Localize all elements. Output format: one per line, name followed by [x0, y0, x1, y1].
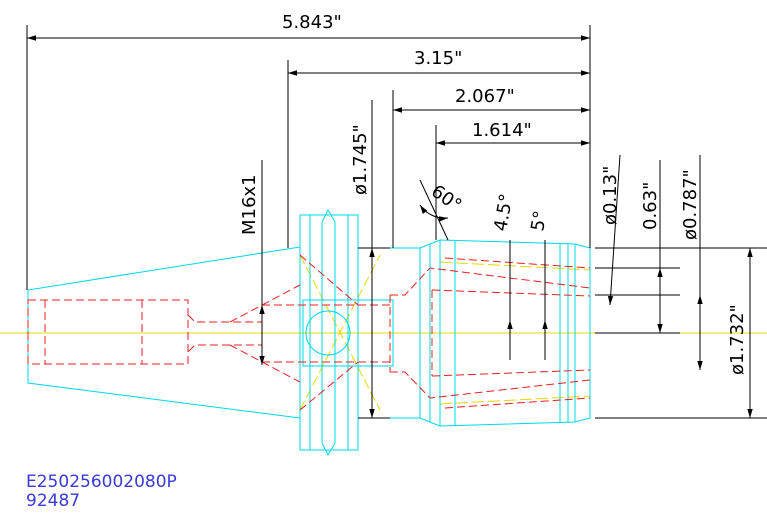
length-2-label: 2.067"	[455, 86, 515, 107]
holder-outline	[27, 208, 591, 457]
part-number: E250256002080P	[26, 472, 177, 492]
dia-1732-label: ø1.732"	[727, 304, 748, 375]
dimension-lines	[26, 25, 767, 419]
dia-013-label: ø0.13"	[600, 166, 621, 225]
part-code: 92487	[26, 491, 81, 511]
flange-dia-label: ø1.745"	[350, 124, 371, 195]
angle-4-5-label: 4.5°	[490, 192, 517, 233]
thread-label: M16x1	[239, 174, 260, 235]
angle-60-label: 60°	[427, 181, 465, 217]
overall-length-label: 5.843"	[282, 12, 342, 33]
dim-063-label: 0.63"	[640, 182, 661, 230]
length-1-label: 1.614"	[472, 120, 532, 141]
dia-0787-label: ø0.787"	[680, 169, 701, 240]
length-3-label: 3.15"	[414, 48, 462, 69]
angle-5-label: 5°	[527, 209, 551, 233]
